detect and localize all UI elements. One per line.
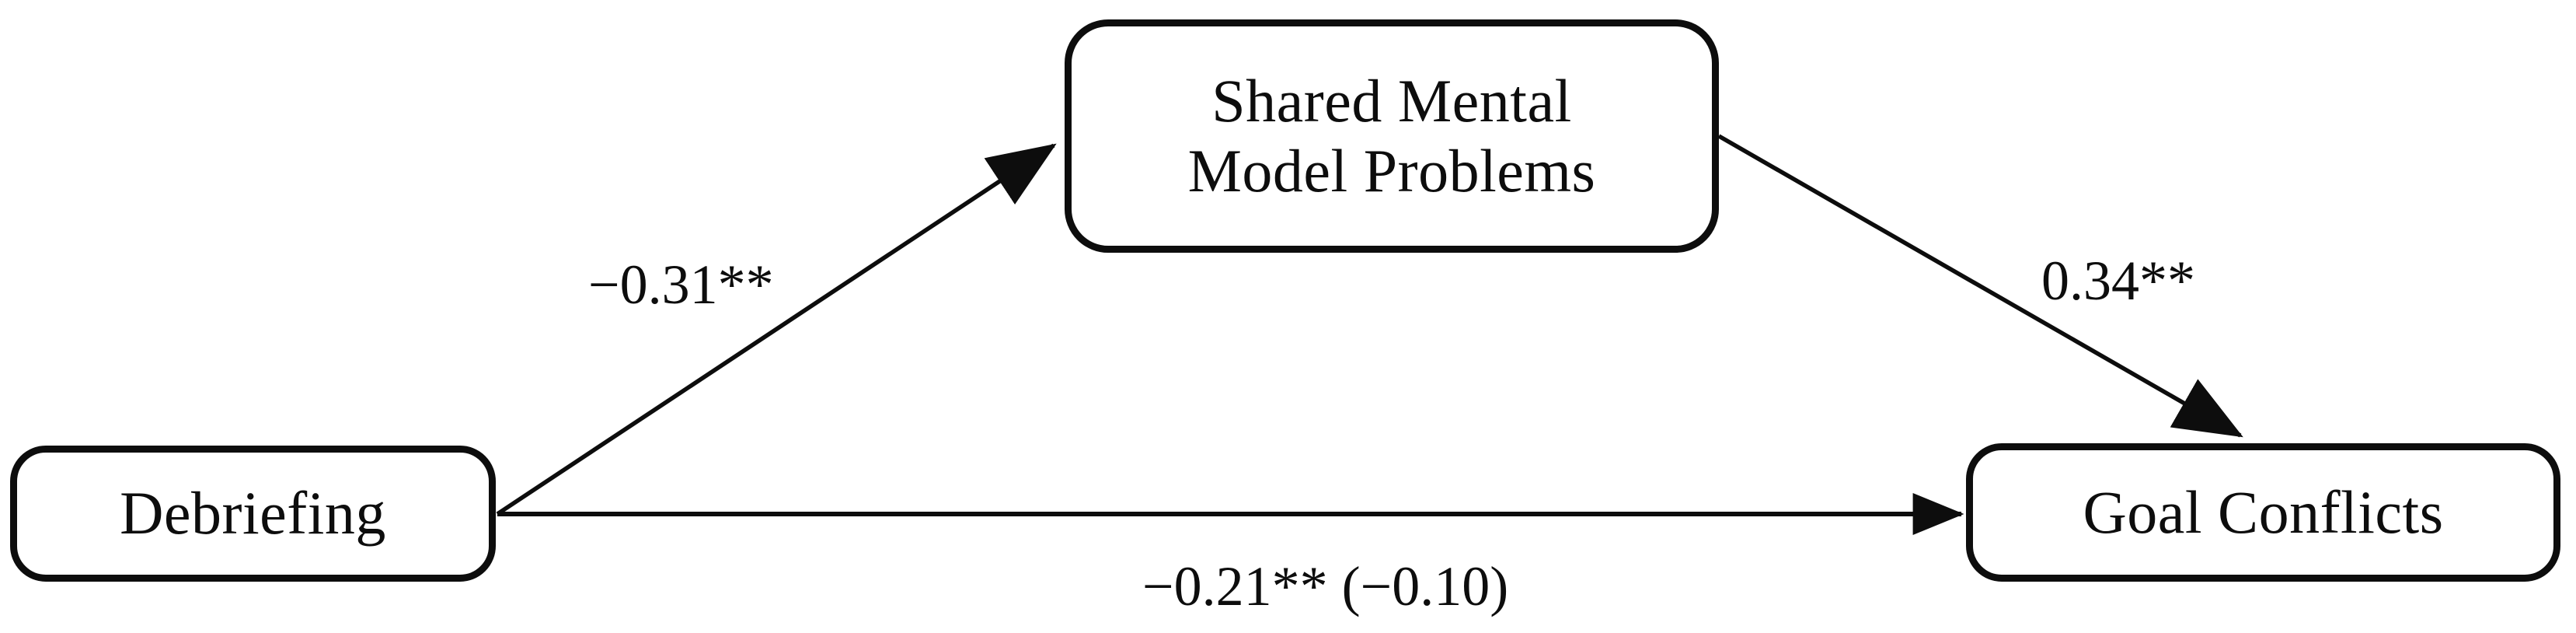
node-shared-mental-model-problems[interactable]: Shared Mental Model Problems <box>1065 19 1719 253</box>
edge-b-path-line <box>1717 134 2243 438</box>
node-goal-conflicts[interactable]: Goal Conflicts <box>1966 443 2560 582</box>
edge-label-b-path: 0.34** <box>2041 250 2195 312</box>
node-shared-mental-model-problems-label: Shared Mental Model Problems <box>1187 66 1596 205</box>
node-debriefing[interactable]: Debriefing <box>10 446 496 582</box>
node-goal-conflicts-label: Goal Conflicts <box>2083 477 2444 546</box>
node-debriefing-label: Debriefing <box>120 479 386 547</box>
edge-a-path-line <box>496 143 1057 516</box>
edge-label-c-path: −0.21** (−0.10) <box>1142 555 1509 617</box>
edge-label-a-path: −0.31** <box>588 254 774 316</box>
